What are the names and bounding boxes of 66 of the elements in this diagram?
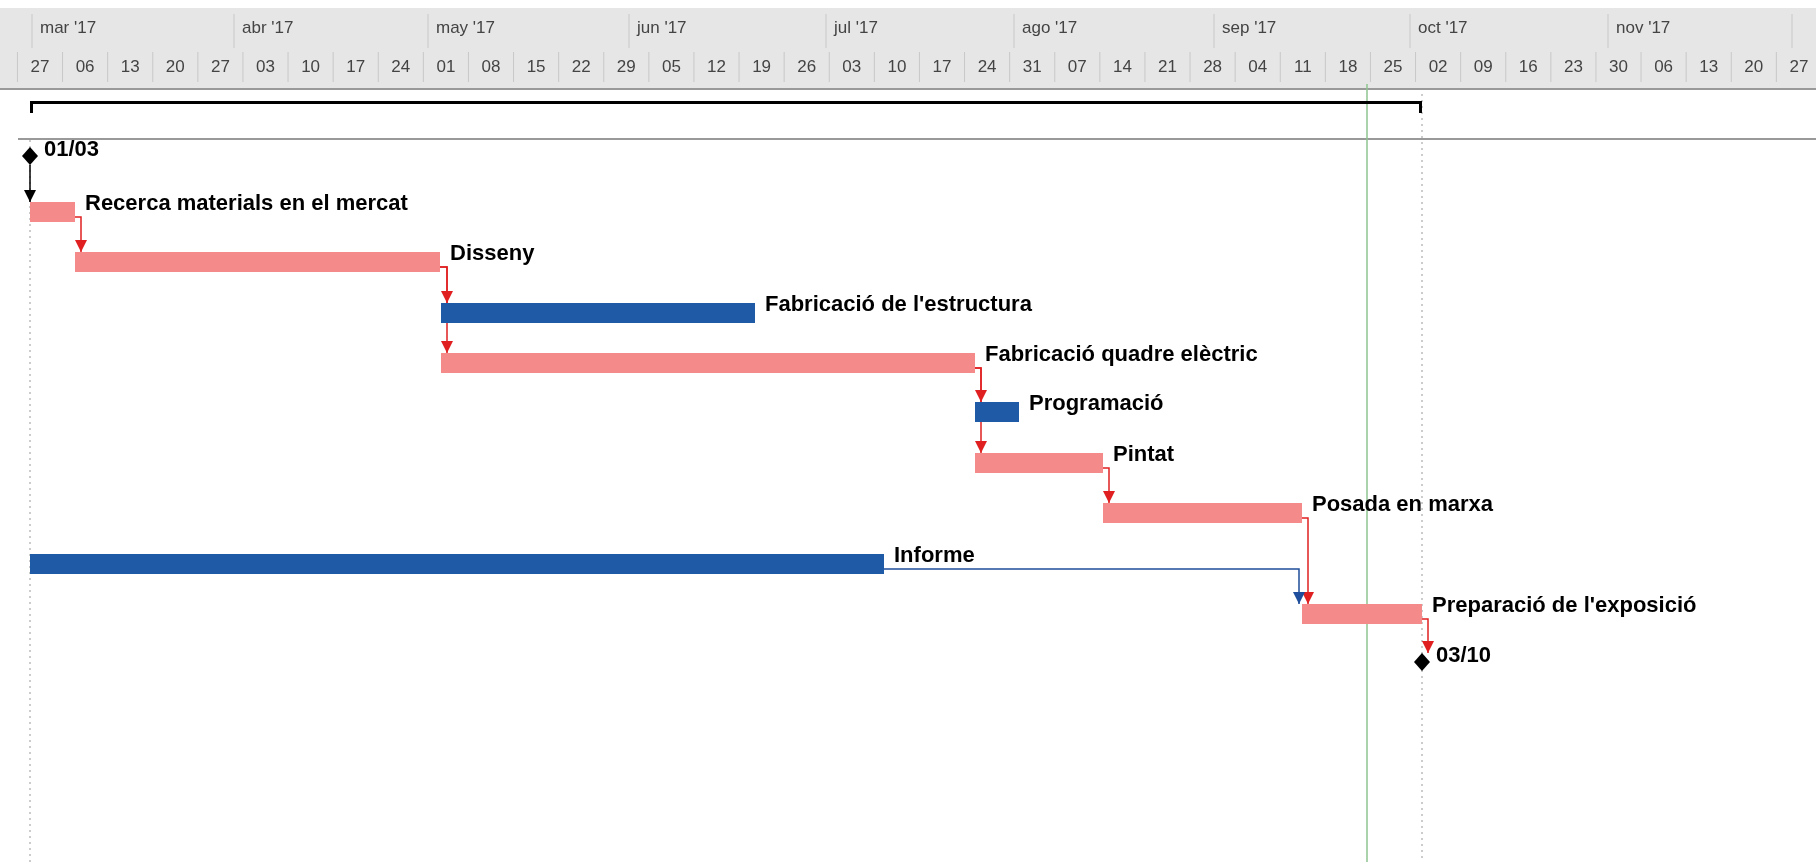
dependency-arrow — [1421, 618, 1434, 654]
week-label: 07 — [1067, 57, 1087, 77]
week-label: 24 — [977, 57, 997, 77]
task-label: Informe — [894, 542, 975, 568]
month-label: abr '17 — [242, 18, 294, 38]
week-label: 17 — [346, 57, 366, 77]
month-label: jun '17 — [637, 18, 687, 38]
task-label: Posada en marxa — [1312, 491, 1493, 517]
week-label: 22 — [571, 57, 591, 77]
month-label: mar '17 — [40, 18, 97, 38]
week-label: 20 — [165, 57, 185, 77]
week-label: 14 — [1112, 57, 1132, 77]
week-label: 15 — [526, 57, 546, 77]
week-label: 06 — [1654, 57, 1674, 77]
week-label: 17 — [932, 57, 952, 77]
week-label: 26 — [797, 57, 817, 77]
week-label: 29 — [616, 57, 636, 77]
week-label: 02 — [1428, 57, 1448, 77]
week-label: 08 — [481, 57, 501, 77]
task-label: Programació — [1029, 390, 1164, 416]
dependency-arrow — [24, 164, 36, 203]
week-label: 25 — [1383, 57, 1403, 77]
week-label: 27 — [30, 57, 50, 77]
month-label: ago '17 — [1022, 18, 1078, 38]
month-label: sep '17 — [1222, 18, 1277, 38]
task-label: Pintat — [1113, 441, 1175, 467]
week-label: 05 — [661, 57, 681, 77]
milestone-date: 01/03 — [44, 136, 100, 162]
week-label: 23 — [1563, 57, 1583, 77]
week-label: 30 — [1609, 57, 1628, 77]
milestone-date: 03/10 — [1436, 642, 1492, 668]
week-label: 03 — [256, 57, 275, 77]
month-label: jul '17 — [834, 18, 878, 38]
month-label: nov '17 — [1616, 18, 1671, 38]
week-label: 21 — [1158, 57, 1177, 77]
week-label: 28 — [1203, 57, 1223, 77]
dependency-arrow — [883, 568, 1305, 605]
task-label: Fabricació quadre elèctric — [985, 341, 1258, 367]
dependency-arrow — [1102, 467, 1115, 504]
week-label: 24 — [391, 57, 411, 77]
week-label: 16 — [1518, 57, 1538, 77]
task-label: Fabricació de l'estructura — [765, 291, 1032, 317]
task-label: Disseny — [450, 240, 535, 266]
dependency-arrow — [1301, 517, 1314, 605]
week-label: 31 — [1022, 57, 1042, 77]
week-label: 03 — [842, 57, 862, 77]
week-label: 13 — [1699, 57, 1719, 77]
week-label: 19 — [752, 57, 772, 77]
week-label: 09 — [1473, 57, 1493, 77]
dependency-arrow — [74, 216, 87, 253]
week-label: 10 — [887, 57, 907, 77]
week-label: 04 — [1248, 57, 1268, 77]
week-label: 27 — [1789, 57, 1809, 77]
week-label: 18 — [1338, 57, 1358, 77]
week-label: 12 — [707, 57, 726, 77]
task-label: Recerca materials en el mercat — [85, 190, 408, 216]
week-label: 01 — [436, 57, 456, 77]
week-label: 10 — [301, 57, 321, 77]
week-label: 11 — [1293, 57, 1312, 77]
month-label: oct '17 — [1418, 18, 1468, 38]
month-label: may '17 — [436, 18, 495, 38]
task-label: Preparació de l'exposició — [1432, 592, 1697, 618]
week-label: 27 — [210, 57, 230, 77]
week-label: 20 — [1744, 57, 1764, 77]
week-label: 13 — [120, 57, 140, 77]
week-label: 06 — [75, 57, 95, 77]
